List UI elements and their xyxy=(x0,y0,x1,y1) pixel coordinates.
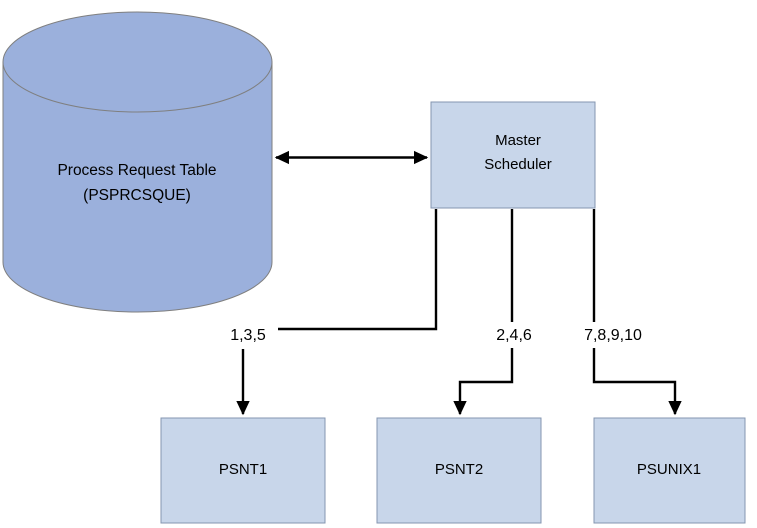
master-scheduler-label-line2: Scheduler xyxy=(484,156,552,173)
connector-scheduler-to-psunix1-label: 7,8,9,10 xyxy=(584,327,642,344)
connector-scheduler-to-psunix1-label-backing xyxy=(573,322,655,348)
master-scheduler-box xyxy=(430,101,596,209)
connector-scheduler-to-psunix1[interactable]: 7,8,9,10 xyxy=(573,209,682,416)
connector-scheduler-to-psnt1-label: 1,3,5 xyxy=(230,327,266,344)
psnt2-node[interactable]: PSNT2 xyxy=(376,417,542,524)
connector-scheduler-to-psnt2[interactable]: 2,4,6 xyxy=(453,209,545,416)
psunix1-box xyxy=(593,417,746,524)
cylinder-top-ellipse xyxy=(2,11,273,113)
psnt1-label: PSNT1 xyxy=(219,461,267,478)
cylinder-body xyxy=(2,61,273,313)
psunix1-node[interactable]: PSUNIX1 xyxy=(593,417,746,524)
psunix1-label: PSUNIX1 xyxy=(637,461,701,478)
connector-scheduler-to-psnt1[interactable]: 1,3,5 xyxy=(216,209,438,416)
connector-scheduler-to-psnt2-label: 2,4,6 xyxy=(496,327,532,344)
connector-scheduler-to-psunix1-line xyxy=(592,209,682,416)
psnt1-node[interactable]: PSNT1 xyxy=(160,417,326,524)
connector-scheduler-to-psnt1-line xyxy=(236,209,438,416)
process-request-table-label-line1: Process Request Table xyxy=(57,162,216,179)
connector-scheduler-to-psnt2-label-backing xyxy=(483,322,545,348)
connector-scheduler-to-psnt1-label-backing xyxy=(216,319,278,349)
process-request-table-node[interactable]: Process Request Table (PSPRCSQUE) xyxy=(2,11,273,313)
connector-scheduler-to-psnt2-line xyxy=(453,209,514,416)
psnt2-box xyxy=(376,417,542,524)
psnt2-label: PSNT2 xyxy=(435,461,483,478)
master-scheduler-label-line1: Master xyxy=(495,132,541,149)
psnt1-box xyxy=(160,417,326,524)
master-scheduler-node[interactable]: Master Scheduler xyxy=(430,101,596,209)
process-request-table-label-line2: (PSPRCSQUE) xyxy=(83,187,191,204)
